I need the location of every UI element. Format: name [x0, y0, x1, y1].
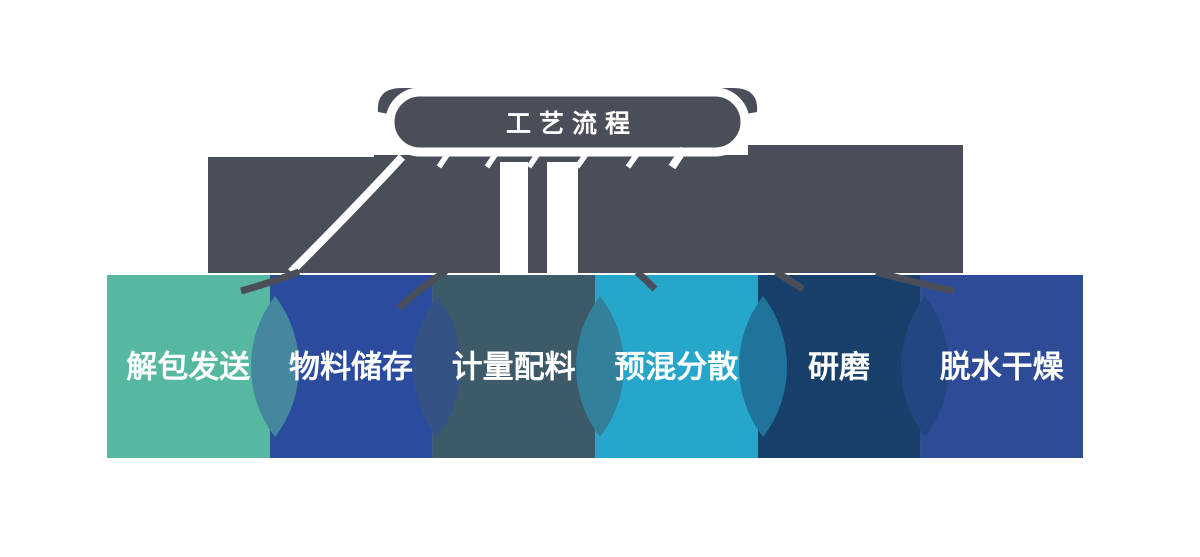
fan-slash-2: [484, 147, 502, 169]
step-label-2: 物料储存: [289, 350, 413, 385]
fan-slash-6: [668, 146, 688, 170]
fan-slit-left: [288, 154, 405, 275]
step-label-5: 研磨: [808, 350, 870, 385]
step-label-4: 预混分散: [614, 350, 738, 385]
junction-lens-1: [250, 296, 300, 437]
step-strip: 解包发送 物料储存 计量配料 预混分散 研磨 脱水干燥: [107, 275, 1083, 458]
step-block-1: [107, 275, 270, 458]
connector-tail-6: [875, 268, 955, 295]
fan-slash-1: [436, 147, 454, 169]
junction-lens-2: [412, 296, 462, 437]
connector-tail-1: [240, 268, 301, 295]
fan-slash-4: [574, 148, 592, 169]
fan-slash-5: [625, 148, 643, 169]
connector-mass: [208, 145, 963, 273]
fan-slash-3: [526, 147, 544, 169]
connector-fan: 工艺流程: [208, 87, 963, 311]
connector-tail-4: [634, 269, 658, 292]
process-title-label: 工艺流程: [506, 110, 638, 138]
fan-gap-right: [547, 162, 578, 273]
junction-lens-3: [575, 296, 625, 437]
fan-gap-left: [500, 162, 528, 273]
junction-lens-5: [900, 296, 950, 437]
connector-tail-5: [774, 269, 805, 292]
step-label-6: 脱水干燥: [940, 350, 1065, 385]
step-label-3: 计量配料: [452, 350, 576, 385]
connector-tail-2: [396, 268, 448, 311]
step-label-1: 解包发送: [126, 350, 250, 385]
junction-lens-4: [738, 296, 788, 437]
process-title-pill: [385, 87, 750, 157]
